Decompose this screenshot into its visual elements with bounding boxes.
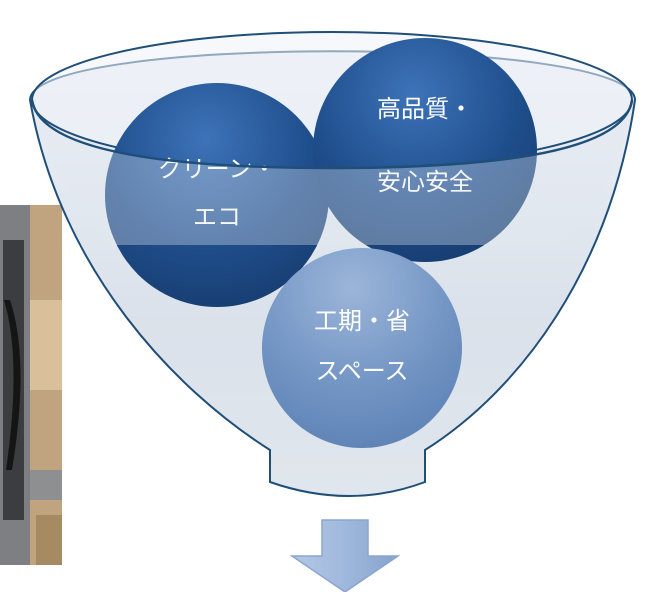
circle-clean-eco-line2: エコ (193, 203, 241, 231)
circle-quality-safety: 高品質・ 安心安全 (313, 38, 537, 262)
funnel-overlay-lower (32, 100, 632, 245)
circle-clean-eco: クリーン・ エコ (105, 83, 329, 307)
circle-schedule-space-line1: 工期・省 (314, 307, 410, 335)
funnel-rim-front-stroke (30, 99, 634, 170)
circle-clean-eco-line1: クリーン・ (158, 155, 277, 183)
circle-quality-safety-line2: 安心安全 (377, 168, 473, 196)
circle-schedule-space-line2: スペース (315, 357, 408, 385)
circle-schedule-space: 工期・省 スペース (262, 248, 462, 448)
background-photo (0, 205, 62, 565)
down-arrow-icon (289, 519, 401, 592)
circle-quality-safety-line1: 高品質・ (377, 95, 473, 123)
